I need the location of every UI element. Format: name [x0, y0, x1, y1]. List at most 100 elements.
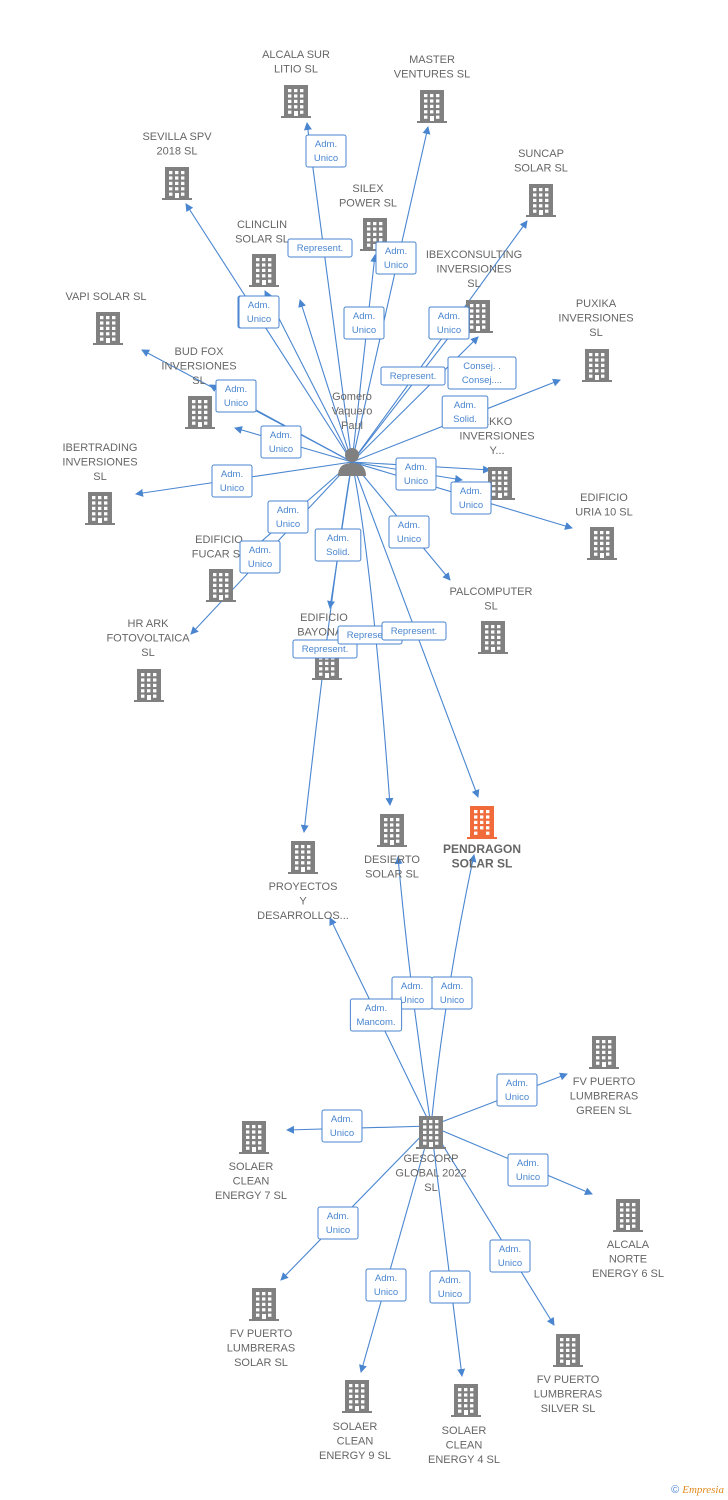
role-badge-text: Unico [400, 995, 424, 1006]
role-badge-text: Adm. [517, 1158, 539, 1169]
brand-logo[interactable]: Empresia [682, 1484, 724, 1496]
bayona-label-line: BAYONA 3 [297, 627, 351, 639]
role-badge-text: Adm. [438, 311, 460, 322]
solaer7-label-line: CLEAN [233, 1176, 270, 1188]
ibertrading-label-line: SL [93, 471, 106, 483]
proyectos-building-icon [288, 841, 318, 874]
puxika-label-line: SL [589, 327, 602, 339]
solaer7-label-line: ENERGY 7 SL [215, 1190, 287, 1202]
fv_silver-label-line: LUMBRERAS [534, 1389, 602, 1401]
ekko-building-icon [485, 467, 515, 500]
ibertrading-building-icon [85, 492, 115, 525]
edge-gescorp-solaer9 [359, 1125, 432, 1373]
ibexconsulting-label-line: SL [467, 278, 480, 290]
pendragon-building-icon [467, 806, 497, 839]
role-badge: Adm.Solid. [314, 528, 362, 562]
solaer7-label-line: SOLAER [229, 1161, 274, 1173]
role-badge: Adm.Unico [211, 464, 253, 498]
role-badge-text: Adm. [270, 430, 292, 441]
role-badge: Adm.Unico [343, 306, 385, 340]
solaer4-label-line: SOLAER [442, 1425, 487, 1437]
ibertrading-label-line: INVERSIONES [62, 457, 137, 469]
badges-layer: Adm.UnicoAdm.UnicoAdm.UnicoAdm.UnicoAdm.… [211, 134, 549, 1304]
alcala_sur-label-line: ALCALA SUR [262, 49, 330, 61]
alcala_norte-label-line: ALCALA [607, 1239, 650, 1251]
bayona-label-line: EDIFICIO [300, 612, 348, 624]
proyectos-label-line: Y [299, 896, 307, 908]
role-badge-text: Adm. [375, 1273, 397, 1284]
pendragon-label-line: SOLAR SL [452, 857, 513, 871]
node-solaer7[interactable]: SOLAER CLEAN ENERGY 7 SL [215, 1121, 287, 1202]
center-label-line: Gomero [332, 391, 372, 403]
role-badge: Represent. [380, 366, 446, 386]
role-badge-text: Consej.... [462, 375, 502, 386]
budfox-label-line: BUD FOX [175, 346, 225, 358]
node-ibertrading[interactable]: IBERTRADING INVERSIONES SL [62, 442, 138, 525]
fv_green-building-icon [589, 1036, 619, 1069]
role-badge: Adm.Unico [429, 1270, 471, 1304]
fv_silver-building-icon [553, 1334, 583, 1367]
ibertrading-label-line: IBERTRADING [63, 442, 138, 454]
role-badge-text: Adm. [315, 139, 337, 150]
hrark-label-line: SL [141, 647, 154, 659]
budfox-label-line: SL [192, 375, 205, 387]
role-badge-text: Unico [224, 398, 248, 409]
silex-label-line: POWER SL [339, 198, 397, 210]
solaer4-label-line: CLEAN [446, 1440, 483, 1452]
edge-gescorp-fv_solar [280, 1125, 432, 1281]
role-badge-text: Unico [374, 1287, 398, 1298]
solaer9-label-line: SOLAER [333, 1421, 378, 1433]
role-badge-text: Adm. [454, 400, 476, 411]
role-badge-text: Unico [404, 476, 428, 487]
node-proyectos[interactable]: PROYECTOSYDESARROLLOS... [257, 841, 349, 922]
gescorp-label-line: GLOBAL 2022 [395, 1168, 466, 1180]
role-badge-text: Adm. [248, 300, 270, 311]
suncap-label-line: SUNCAP [518, 148, 564, 160]
fv_solar-label-line: LUMBRERAS [227, 1343, 295, 1355]
role-badge: Adm.Unico [317, 1206, 359, 1240]
node-vapi[interactable]: VAPI SOLAR SL [65, 291, 147, 345]
center-label-line: Vaquero [332, 406, 373, 418]
role-badge: Adm.Unico [260, 425, 302, 459]
suncap-building-icon [526, 184, 556, 217]
role-badge-text: Represent. [302, 644, 348, 655]
role-badge-text: Adm. [439, 1275, 461, 1286]
role-badge-text: Unico [498, 1258, 522, 1269]
fv_silver-label-line: SILVER SL [541, 1403, 596, 1415]
role-badge: Adm.Unico [238, 295, 280, 329]
ibexconsulting-label-line: INVERSIONES [436, 264, 511, 276]
clinclin-label-line: CLINCLIN [237, 219, 287, 231]
puxika-label-line: PUXIKA [576, 298, 617, 310]
node-ekko[interactable]: EKKOINVERSIONESY... [459, 416, 535, 500]
edge-center-suncap [351, 220, 528, 463]
role-badge-text: Unico [437, 325, 461, 336]
clinclin-building-icon [249, 254, 279, 287]
edge-center-sevilla [185, 203, 353, 463]
role-badge-text: Adm. [506, 1078, 528, 1089]
role-badge: Adm.Solid. [441, 395, 489, 429]
